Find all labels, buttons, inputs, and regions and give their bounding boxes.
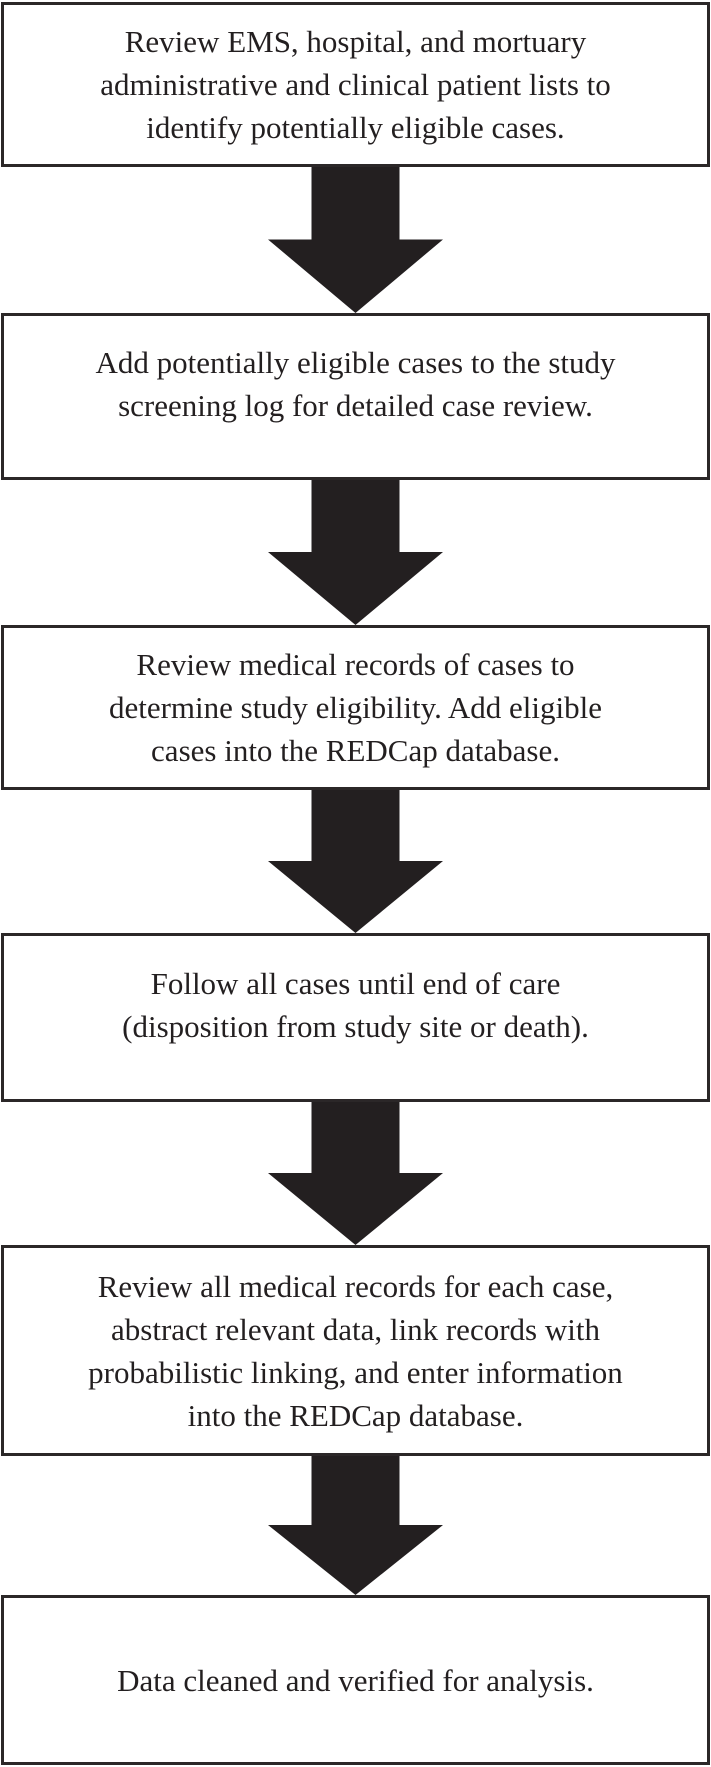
flow-step-screening-log: Add potentially eligible cases to the st…	[1, 313, 710, 480]
flow-step-text: Review medical records of cases to deter…	[108, 647, 603, 768]
flow-step-text: Review all medical records for each case…	[88, 1268, 623, 1433]
flow-step-identify-cases: Review EMS, hospital, and mortuary admin…	[1, 2, 710, 167]
flow-connector-3	[0, 790, 711, 933]
down-arrow-icon	[268, 480, 443, 625]
flow-step-determine-eligibility: Review medical records of cases to deter…	[1, 625, 710, 790]
flow-step-data-cleaned: Data cleaned and verified for analysis.	[1, 1595, 710, 1765]
flow-connector-4	[0, 1102, 711, 1245]
flow-step-text: Data cleaned and verified for analysis.	[117, 1662, 594, 1698]
down-arrow-icon	[268, 167, 443, 313]
flow-step-text: Follow all cases until end of care (disp…	[122, 965, 589, 1044]
flow-step-follow-cases: Follow all cases until end of care (disp…	[1, 933, 710, 1102]
flow-connector-2	[0, 480, 711, 625]
down-arrow-icon	[268, 790, 443, 933]
flow-step-abstract-data: Review all medical records for each case…	[1, 1245, 710, 1456]
flow-connector-1	[0, 167, 711, 313]
down-arrow-icon	[268, 1102, 443, 1245]
down-arrow-icon	[268, 1456, 443, 1595]
flow-step-text: Review EMS, hospital, and mortuary admin…	[100, 24, 611, 145]
flow-connector-5	[0, 1456, 711, 1595]
flow-step-text: Add potentially eligible cases to the st…	[95, 344, 616, 423]
